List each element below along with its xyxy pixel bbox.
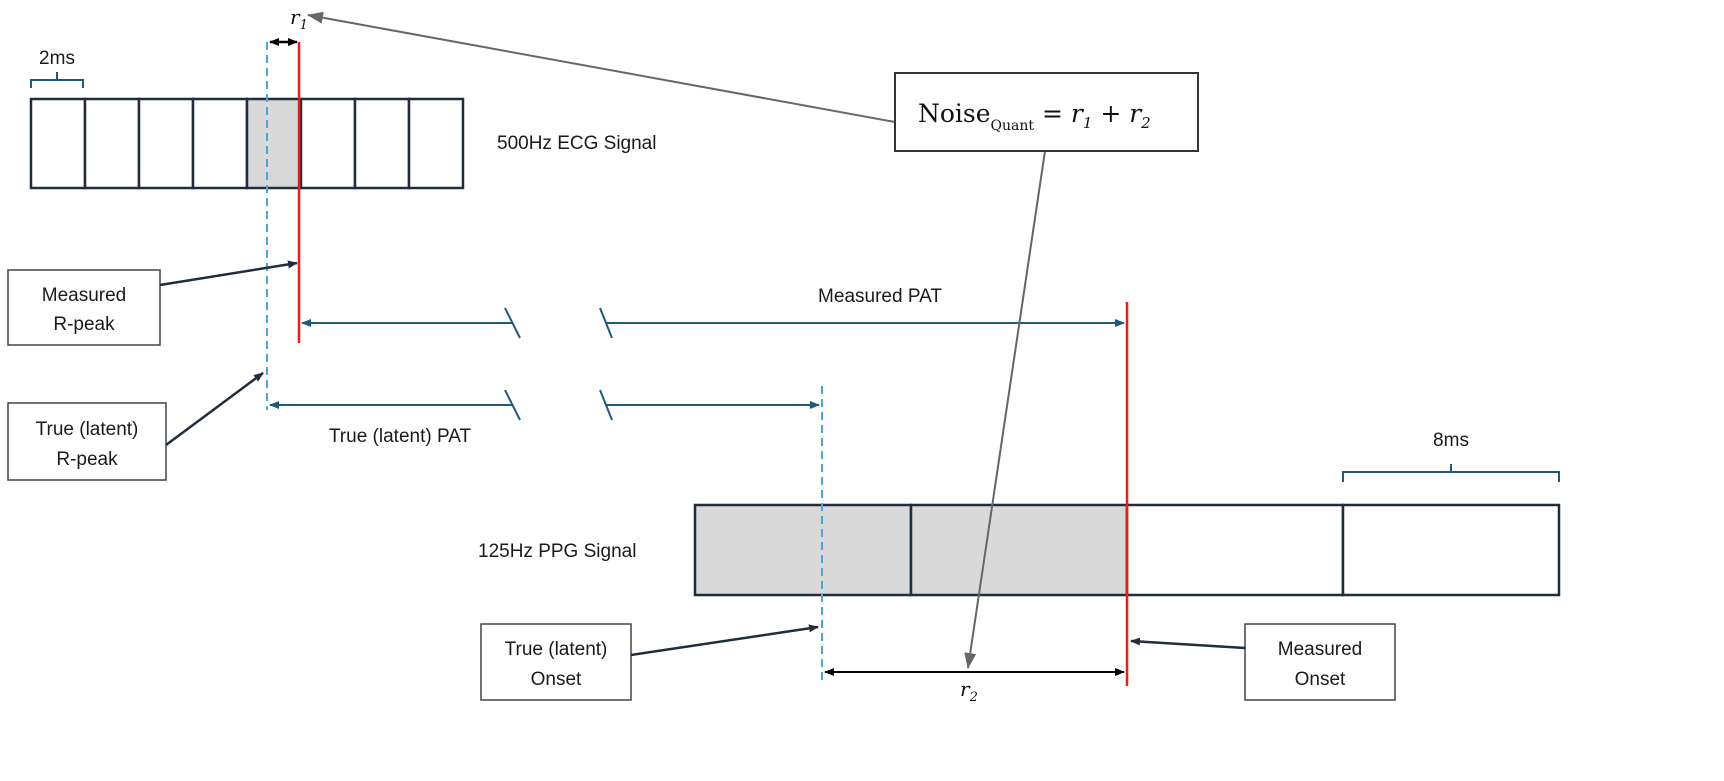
svg-text:R-peak: R-peak [53,314,115,335]
measured-onset-callout: Measured Onset [1130,623,1396,701]
ecg-sample-4 [191,97,249,190]
ecg-interval-label: 2ms [39,48,75,69]
svg-text:Onset: Onset [1295,669,1346,690]
measured-pat-arrow [301,307,1125,339]
equation-to-r1-arrow [307,11,896,123]
svg-text:R-peak: R-peak [56,449,118,470]
svg-text:True (latent): True (latent) [36,419,139,440]
ecg-signal-label: 500Hz ECG Signal [497,133,656,154]
ppg-sample-2 [909,503,1129,597]
r1-label: r1 [290,5,308,33]
ppg-interval-brace [1342,464,1560,482]
ecg-sample-2 [83,97,141,190]
true-pat-label: True (latent) PAT [329,426,472,447]
true-rpeak-callout: True (latent) R-peak [7,371,264,481]
ppg-sample-strip [693,503,1561,597]
ppg-interval-label: 8ms [1433,430,1469,451]
true-onset-callout: True (latent) Onset [480,623,819,701]
ppg-sample-1 [693,503,913,597]
r2-label: r2 [960,677,978,705]
ppg-sample-3 [1125,503,1345,597]
ecg-sample-1 [29,97,87,190]
ecg-sample-strip [29,97,465,190]
ecg-sample-3 [137,97,195,190]
measured-pat-label: Measured PAT [818,286,942,307]
svg-text:Measured: Measured [42,285,127,306]
svg-text:True (latent): True (latent) [505,639,608,660]
noise-equation: NoiseQuant = r1 + r2 [918,99,1151,134]
ecg-interval-brace [30,72,84,88]
ecg-sample-7 [353,97,411,190]
ecg-sample-6 [299,97,357,190]
svg-text:Onset: Onset [531,669,582,690]
svg-text:Measured: Measured [1278,639,1363,660]
true-pat-arrow [269,389,820,421]
ppg-signal-label: 125Hz PPG Signal [478,541,636,562]
ppg-sample-4 [1341,503,1561,597]
noise-equation-box: NoiseQuant = r1 + r2 [307,11,1199,669]
ecg-sample-5 [245,97,303,190]
measured-rpeak-callout: Measured R-peak [7,260,298,346]
ecg-sample-8 [407,97,465,190]
equation-to-r2-arrow [964,150,1046,669]
